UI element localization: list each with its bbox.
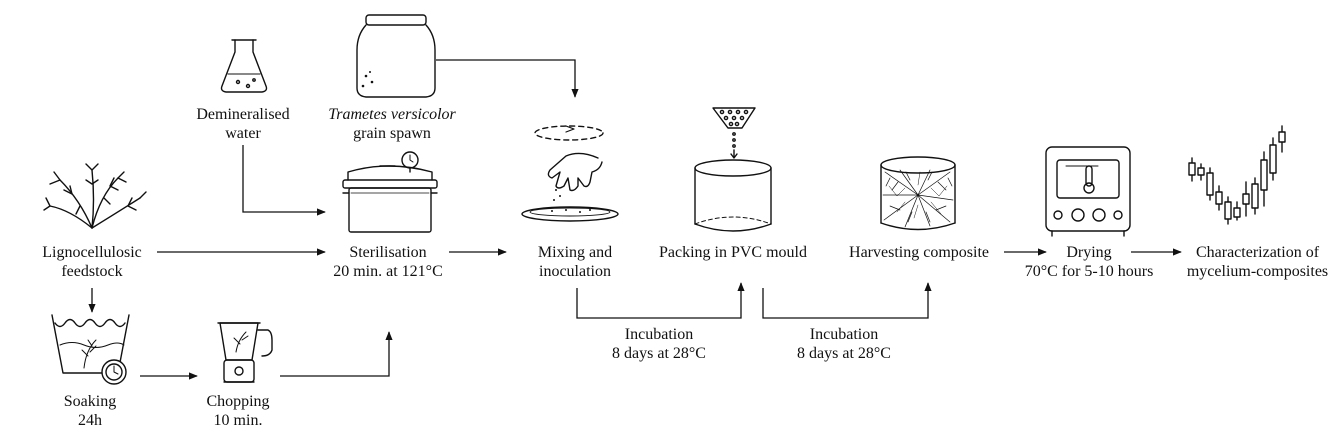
water-label: Demineralised water — [178, 105, 308, 143]
mixing-label: Mixing and inoculation — [515, 243, 635, 281]
blender-icon — [217, 322, 273, 383]
spawn-label-line1: Trametes versicolor — [328, 106, 456, 123]
flask-icon — [220, 39, 268, 93]
soaking-label-line1: Soaking — [63, 393, 117, 410]
drying-label: Drying 70°C for 5-10 hours — [1024, 243, 1154, 281]
candlestick-chart-icon — [1188, 125, 1286, 225]
incubation-1-label-line2: 8 days at 28°C — [612, 345, 706, 362]
feedstock-label-line2: feedstock — [61, 263, 123, 280]
arrow-water-to-sterilisation — [242, 145, 326, 216]
characterization-label-line2: mycelium-composites — [1186, 263, 1329, 280]
soaking-label: Soaking 24h — [40, 392, 140, 430]
water-label-line1: Demineralised — [196, 106, 290, 123]
characterization-label: Characterization of mycelium-composites — [1180, 243, 1335, 281]
plant-icon — [43, 163, 147, 229]
chopping-label: Chopping 10 min. — [188, 392, 288, 430]
oven-icon — [1045, 146, 1131, 237]
arrow-chopping-to-sterilisation — [280, 331, 393, 377]
incubation-2-label-line2: 8 days at 28°C — [797, 345, 891, 362]
mixing-label-line2: inoculation — [539, 263, 611, 280]
harvesting-label: Harvesting composite — [833, 243, 1005, 262]
sterilisation-label: Sterilisation 20 min. at 121°C — [320, 243, 456, 281]
mould-cylinder-icon — [694, 107, 772, 232]
drying-label-line1: Drying — [1066, 244, 1112, 261]
hand-inoculation-icon — [521, 125, 619, 222]
feedstock-label: Lignocellulosic feedstock — [22, 243, 162, 281]
packing-label-line1: Packing in PVC mould — [658, 244, 807, 261]
characterization-label-line1: Characterization of — [1195, 244, 1320, 261]
incubation-2-label-line1: Incubation — [809, 326, 879, 343]
sterilisation-label-line1: Sterilisation — [349, 244, 427, 261]
harvesting-label-line1: Harvesting composite — [849, 244, 989, 261]
incubation-2-label: Incubation 8 days at 28°C — [781, 325, 907, 363]
arrow-incubation-2 — [762, 282, 932, 319]
mycelium-block-icon — [880, 156, 956, 231]
incubation-1-label-line1: Incubation — [624, 326, 694, 343]
jar-icon — [356, 14, 436, 98]
water-label-line2: water — [225, 125, 261, 142]
feedstock-label-line1: Lignocellulosic — [42, 244, 142, 261]
connectors — [88, 59, 1182, 380]
spawn-label-line2: grain spawn — [353, 125, 431, 142]
mixing-label-line1: Mixing and — [537, 244, 613, 261]
pressure-cooker-icon — [342, 151, 438, 233]
sterilisation-label-line2: 20 min. at 121°C — [333, 263, 443, 280]
arrow-incubation-1 — [576, 282, 745, 319]
soaking-basin-icon — [51, 314, 130, 385]
soaking-label-line2: 24h — [78, 412, 102, 429]
drying-label-line2: 70°C for 5-10 hours — [1024, 263, 1154, 280]
incubation-1-label: Incubation 8 days at 28°C — [596, 325, 722, 363]
chopping-label-line2: 10 min. — [213, 412, 263, 429]
spawn-label: Trametes versicolor grain spawn — [312, 105, 472, 143]
chopping-label-line1: Chopping — [206, 393, 270, 410]
arrow-spawn-to-mixing — [436, 59, 579, 98]
packing-label: Packing in PVC mould — [645, 243, 821, 262]
